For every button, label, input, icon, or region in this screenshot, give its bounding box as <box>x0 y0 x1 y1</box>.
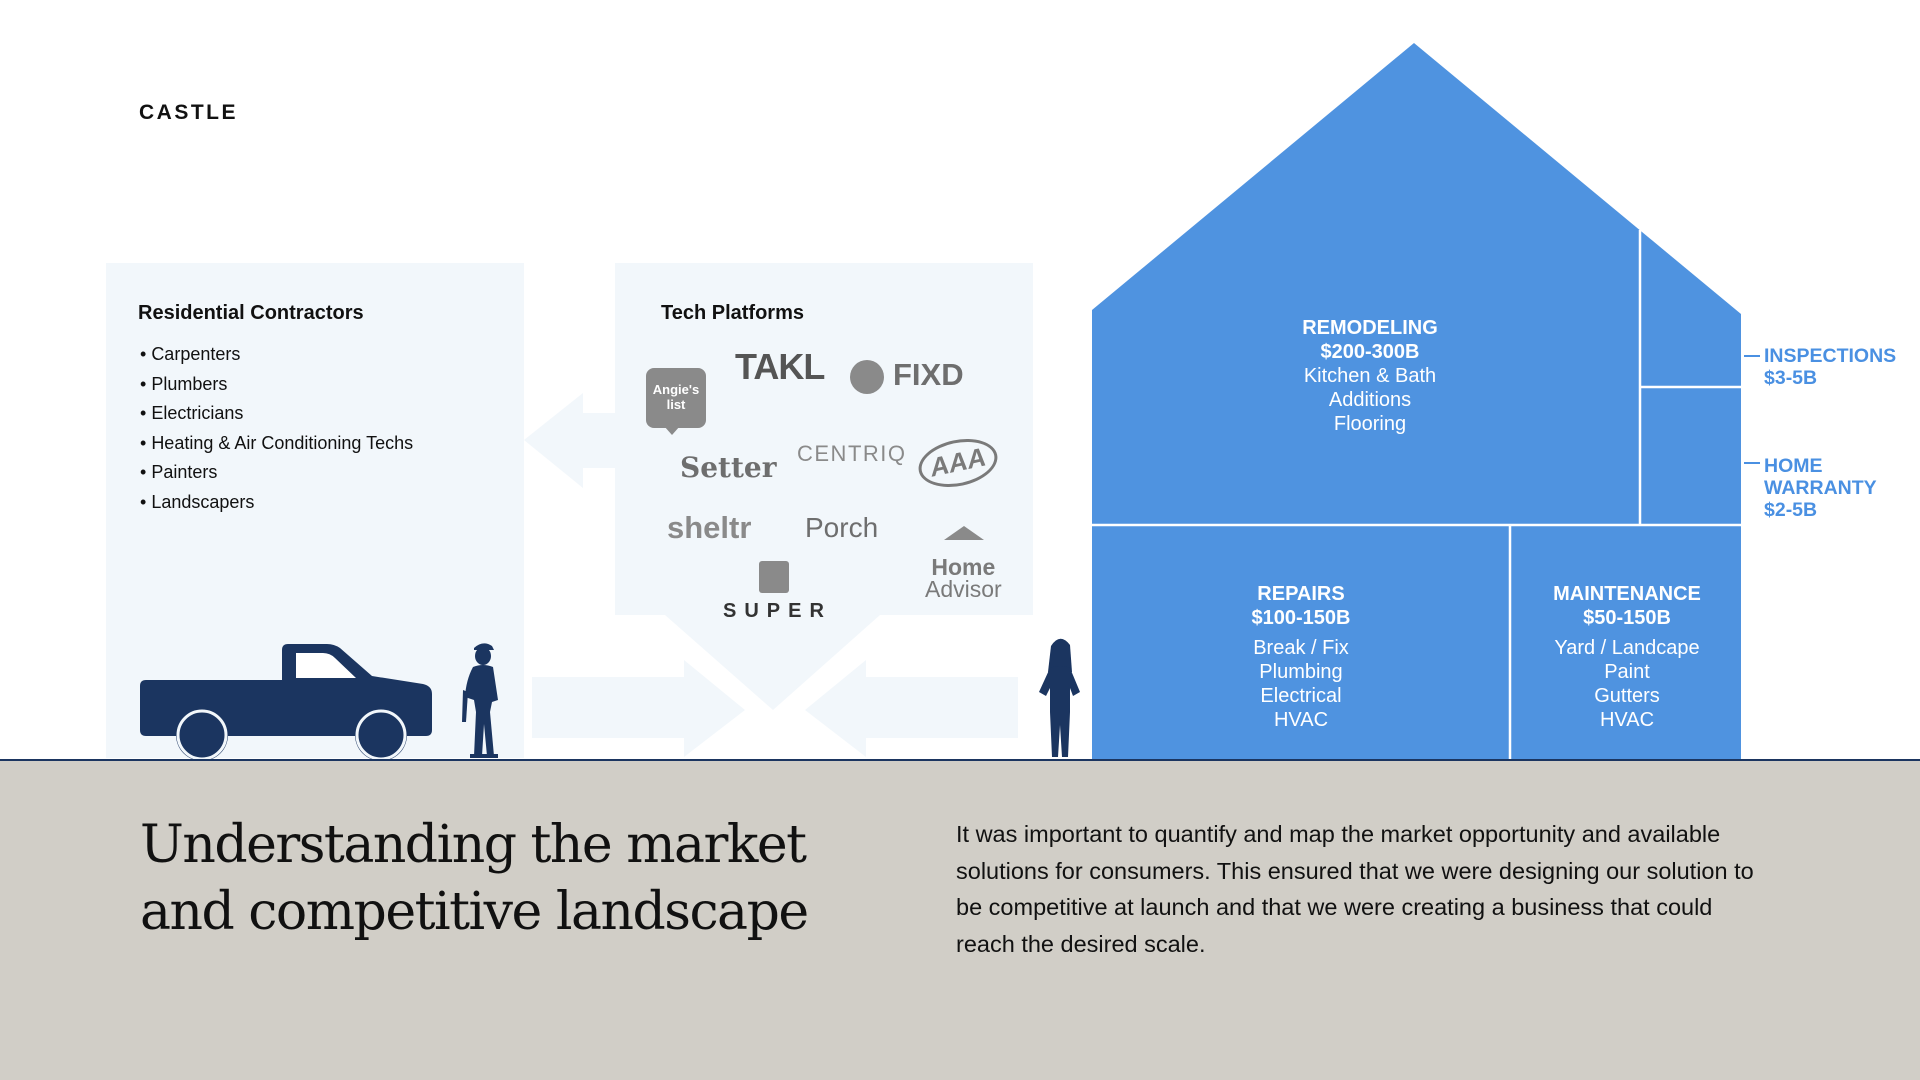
remodeling-item: Kitchen & Bath <box>1240 364 1500 388</box>
homeadvisor-text: Home <box>925 556 1002 578</box>
fixd-logo: FIXD <box>893 357 964 393</box>
inspections-label: INSPECTIONS $3-5B <box>1764 345 1896 389</box>
maintenance-value: $50-150B <box>1497 606 1757 630</box>
homeadvisor-house-icon <box>944 526 984 540</box>
repairs-item: Break / Fix <box>1171 636 1431 660</box>
remodeling-title: REMODELING <box>1240 316 1500 340</box>
description-text: It was important to quantify and map the… <box>956 816 1756 962</box>
maintenance-item: Gutters <box>1497 684 1757 708</box>
takl-logo: TAKL <box>735 346 824 388</box>
remodeling-value: $200-300B <box>1240 340 1500 364</box>
maintenance-block: MAINTENANCE $50-150B Yard / Landcape Pai… <box>1497 582 1757 732</box>
aaa-text: AAA <box>927 441 988 482</box>
remodeling-block: REMODELING $200-300B Kitchen & Bath Addi… <box>1240 316 1500 436</box>
contractor-silhouette-icon <box>462 643 498 758</box>
repairs-item: Electrical <box>1171 684 1431 708</box>
inspections-title: INSPECTIONS <box>1764 345 1896 367</box>
angies-list-logo: Angie's list <box>646 368 706 428</box>
arrow-left-icon <box>805 660 1018 757</box>
angies-list-text: Angie's <box>653 382 699 397</box>
maintenance-item: Yard / Landcape <box>1497 636 1757 660</box>
warranty-value: $2-5B <box>1764 499 1877 521</box>
inspections-value: $3-5B <box>1764 367 1896 389</box>
maintenance-item: HVAC <box>1497 708 1757 732</box>
super-logo: SUPER <box>723 600 832 623</box>
maintenance-title: MAINTENANCE <box>1497 582 1757 606</box>
tech-platforms-title: Tech Platforms <box>661 302 804 325</box>
porch-logo: Porch <box>805 512 878 544</box>
warranty-title: HOME <box>1764 455 1877 477</box>
super-shield-icon <box>759 561 789 593</box>
warranty-label: HOME WARRANTY $2-5B <box>1764 455 1877 521</box>
centriq-logo: CENTRIQ <box>797 441 907 467</box>
arrow-right-icon <box>532 660 745 757</box>
sheltr-logo: sheltr <box>667 510 751 546</box>
repairs-title: REPAIRS <box>1171 582 1431 606</box>
angies-list-text: list <box>667 397 686 412</box>
arrow-left-icon <box>524 393 616 488</box>
repairs-block: REPAIRS $100-150B Break / Fix Plumbing E… <box>1171 582 1431 732</box>
repairs-value: $100-150B <box>1171 606 1431 630</box>
homeowner-silhouette-icon <box>1039 639 1080 757</box>
remodeling-item: Flooring <box>1240 412 1500 436</box>
setter-logo: Setter <box>680 451 776 484</box>
homeadvisor-logo: Home Advisor <box>925 556 1002 600</box>
page-headline: Understanding the market and competitive… <box>140 812 900 946</box>
fixd-gear-icon <box>850 360 884 394</box>
angies-list-pointer <box>664 426 680 435</box>
warranty-title: WARRANTY <box>1764 477 1877 499</box>
maintenance-item: Paint <box>1497 660 1757 684</box>
pickup-truck-icon <box>140 644 432 761</box>
remodeling-item: Additions <box>1240 388 1500 412</box>
homeadvisor-text: Advisor <box>925 578 1002 600</box>
repairs-item: HVAC <box>1171 708 1431 732</box>
repairs-item: Plumbing <box>1171 660 1431 684</box>
